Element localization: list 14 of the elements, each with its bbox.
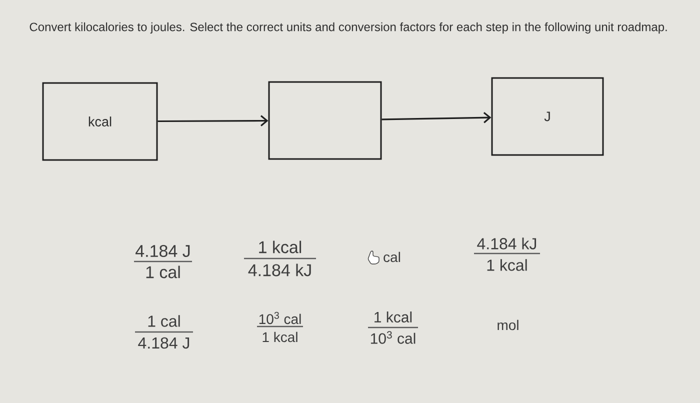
empty-box [268, 81, 382, 160]
conversion-factor: 10$^{3}$ cal 1 kcal [257, 312, 303, 342]
unit-option: cal [384, 252, 400, 262]
unit-option: mol [498, 320, 518, 330]
arrow [382, 112, 492, 124]
arrow [158, 115, 268, 126]
unit-box: J [491, 77, 604, 156]
conversion-factor: 1 kcal 10$^{3}$ cal [368, 311, 418, 344]
conversion-factor: 4.184 kJ 1 kcal [474, 238, 540, 271]
unit-box: kcal [42, 82, 158, 161]
conversion-factor: 4.184 J 1 cal [134, 244, 192, 278]
conversion-factor: 1 kcal 4.184 kJ [244, 240, 316, 276]
conversion-factor: 1 cal 4.184 J [135, 315, 193, 349]
title: Convert kilocalories to joules. Select the correct units and conversion factors for each step in the following unit roadmap. [30, 22, 667, 34]
